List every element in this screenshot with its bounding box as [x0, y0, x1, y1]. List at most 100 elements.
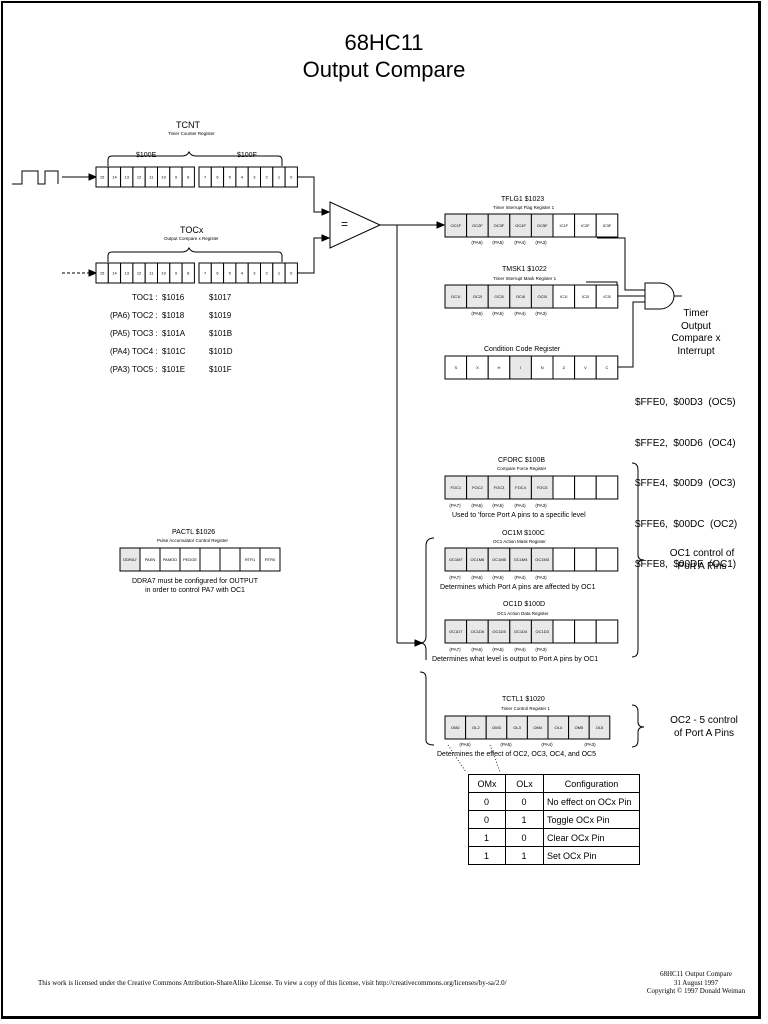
tcnt-lo-bit-label: 3 [253, 175, 256, 180]
table-cell: 1 [505, 810, 544, 829]
tcnt-hi-bit-label: 10 [161, 175, 166, 180]
oc1-control-label: OC1 control of Port A Pins [669, 548, 735, 572]
cforc-bit-label: FOC5 [537, 485, 548, 490]
ccr-bit-label: V [584, 365, 587, 370]
tmsk1-bit-label: OC1I [451, 294, 460, 299]
tflg1-title: TFLG1 $1023 [501, 196, 545, 203]
comparator [329, 201, 382, 249]
tocx-lo-bit-label: 6 [216, 271, 219, 276]
oc1d-bit-label: OC1D3 [536, 629, 550, 634]
tocx-lo-bit-cell [284, 262, 298, 284]
tocx-hi-bit-label: 13 [125, 271, 130, 276]
oc1m-note: Determines which Port A pins are affecte… [440, 584, 596, 591]
tctl1-title: TCTL1 $1020 [502, 696, 545, 703]
tctl1-desc: Timer Control Register 1 [501, 706, 550, 711]
cforc-pin-label: (PA6) [471, 503, 483, 508]
tcnt-hi-bit-label: 12 [137, 175, 142, 180]
toc-name-label: TOC3 : [132, 329, 158, 338]
tocx-desc: Output Compare x Register [164, 236, 219, 241]
tctl1-bit-cell [588, 715, 611, 740]
cforc-title: CFORC $100B [498, 457, 546, 464]
tctl1-bit-label: OM4 [533, 725, 542, 730]
pactl-title: PACTL $1026 [172, 529, 216, 536]
tcnt-hi-bit-label: 13 [125, 175, 130, 180]
pactl-bit-label: DDRA7 [123, 557, 137, 562]
oc1d-pin-label: (PA6) [471, 647, 483, 652]
toc-hi-label: $1018 [162, 311, 185, 320]
oc1d-bit-label: OC1D5 [492, 629, 506, 634]
tcnt-lo-bit-label: 0 [290, 175, 293, 180]
tcnt-desc: Timer Counter Register [168, 131, 215, 136]
tcnt-name: TCNT [176, 120, 200, 130]
oc25-control-label: OC2 - 5 control of Port A Pins [670, 715, 738, 739]
oc1m-desc: OC1 Action Mask Register [493, 539, 546, 544]
cforc-pin-label: (PA7) [449, 503, 461, 508]
table-cell: 0 [505, 792, 544, 811]
tflg1-pin-label: (PA4) [514, 240, 526, 245]
col-configuration: Configuration [543, 774, 640, 793]
tctl1-bit-label: OM3 [492, 725, 501, 730]
tocx-hi-bit-cell [181, 262, 195, 284]
tmsk1-bit-label: OC5I [538, 294, 547, 299]
col-olx: OLx [505, 774, 544, 793]
tmsk1-bit-label: IC2I [582, 294, 589, 299]
tocx-hi-bit-label: 12 [137, 271, 142, 276]
tmsk1-pin-label: (PA5) [492, 311, 504, 316]
toc-name-label: TOC1 : [132, 293, 158, 302]
oc1m-pin-label: (PA7) [449, 575, 461, 580]
tmsk1-bit-label: OC3I [494, 294, 503, 299]
tmsk1-pin-label: (PA6) [471, 311, 483, 316]
oc25-control-brace [631, 704, 645, 748]
oc1m-bit-label: OC1M6 [471, 557, 486, 562]
tocx-hi-bit-label: 10 [161, 271, 166, 276]
oc1-control-brace [631, 462, 645, 658]
tcnt-lo-bit-cell [284, 166, 298, 188]
oc1d-desc: OC1 Action Data Register [497, 611, 549, 616]
tmsk1-title: TMSK1 $1022 [502, 266, 547, 273]
tflg1-bit-label: OC2F [472, 223, 483, 228]
tocx-lo-bit-label: 3 [253, 271, 256, 276]
pactl-bit-cell [259, 547, 281, 572]
tflg1-bit-label: IC3F [603, 223, 612, 228]
page-title: 68HC11 [344, 30, 424, 55]
cforc-desc: Compare Force Register [497, 466, 547, 471]
toc-name-label: TOC5 : [132, 365, 158, 374]
tocx-lo-bit-label: 5 [229, 271, 232, 276]
tocx-lo-bit-label: 0 [290, 271, 293, 276]
tocx-hi-bit-label: 9 [175, 271, 178, 276]
tcnt-lo-bit-label: 4 [241, 175, 244, 180]
pactl-bit-cell [199, 547, 221, 572]
tcnt-hi-bit-cell [181, 166, 195, 188]
tmsk1-bit-cell [595, 284, 619, 309]
oc1d-pin-label: (PA5) [492, 647, 504, 652]
tmsk1-desc: Timer Interrupt Mask Register 1 [493, 276, 557, 281]
tctl1-pin-label: (PA4) [541, 742, 553, 747]
tmsk1-pin-label: (PA3) [535, 311, 547, 316]
oc1m-pin-label: (PA4) [514, 575, 526, 580]
oc1d-bit-cell [574, 619, 597, 644]
table-cell: 1 [468, 846, 506, 865]
toc-lo-label: $101F [209, 365, 232, 374]
license-text: This work is licensed under the Creative… [38, 979, 507, 987]
toc-pin-label: (PA4) [110, 347, 130, 356]
oc1d-bit-cell [552, 619, 576, 644]
oc1d-bit-label: OC1D7 [449, 629, 463, 634]
tocx-brace [107, 246, 283, 262]
tctl1-hint-dots [447, 744, 501, 773]
pactl-bit-label: RTR0 [265, 557, 276, 562]
tcnt-hi-bit-label: 11 [149, 175, 154, 180]
tmsk1-bit-label: OC2I [473, 294, 482, 299]
tocx-hi-bit-label: 11 [149, 271, 154, 276]
